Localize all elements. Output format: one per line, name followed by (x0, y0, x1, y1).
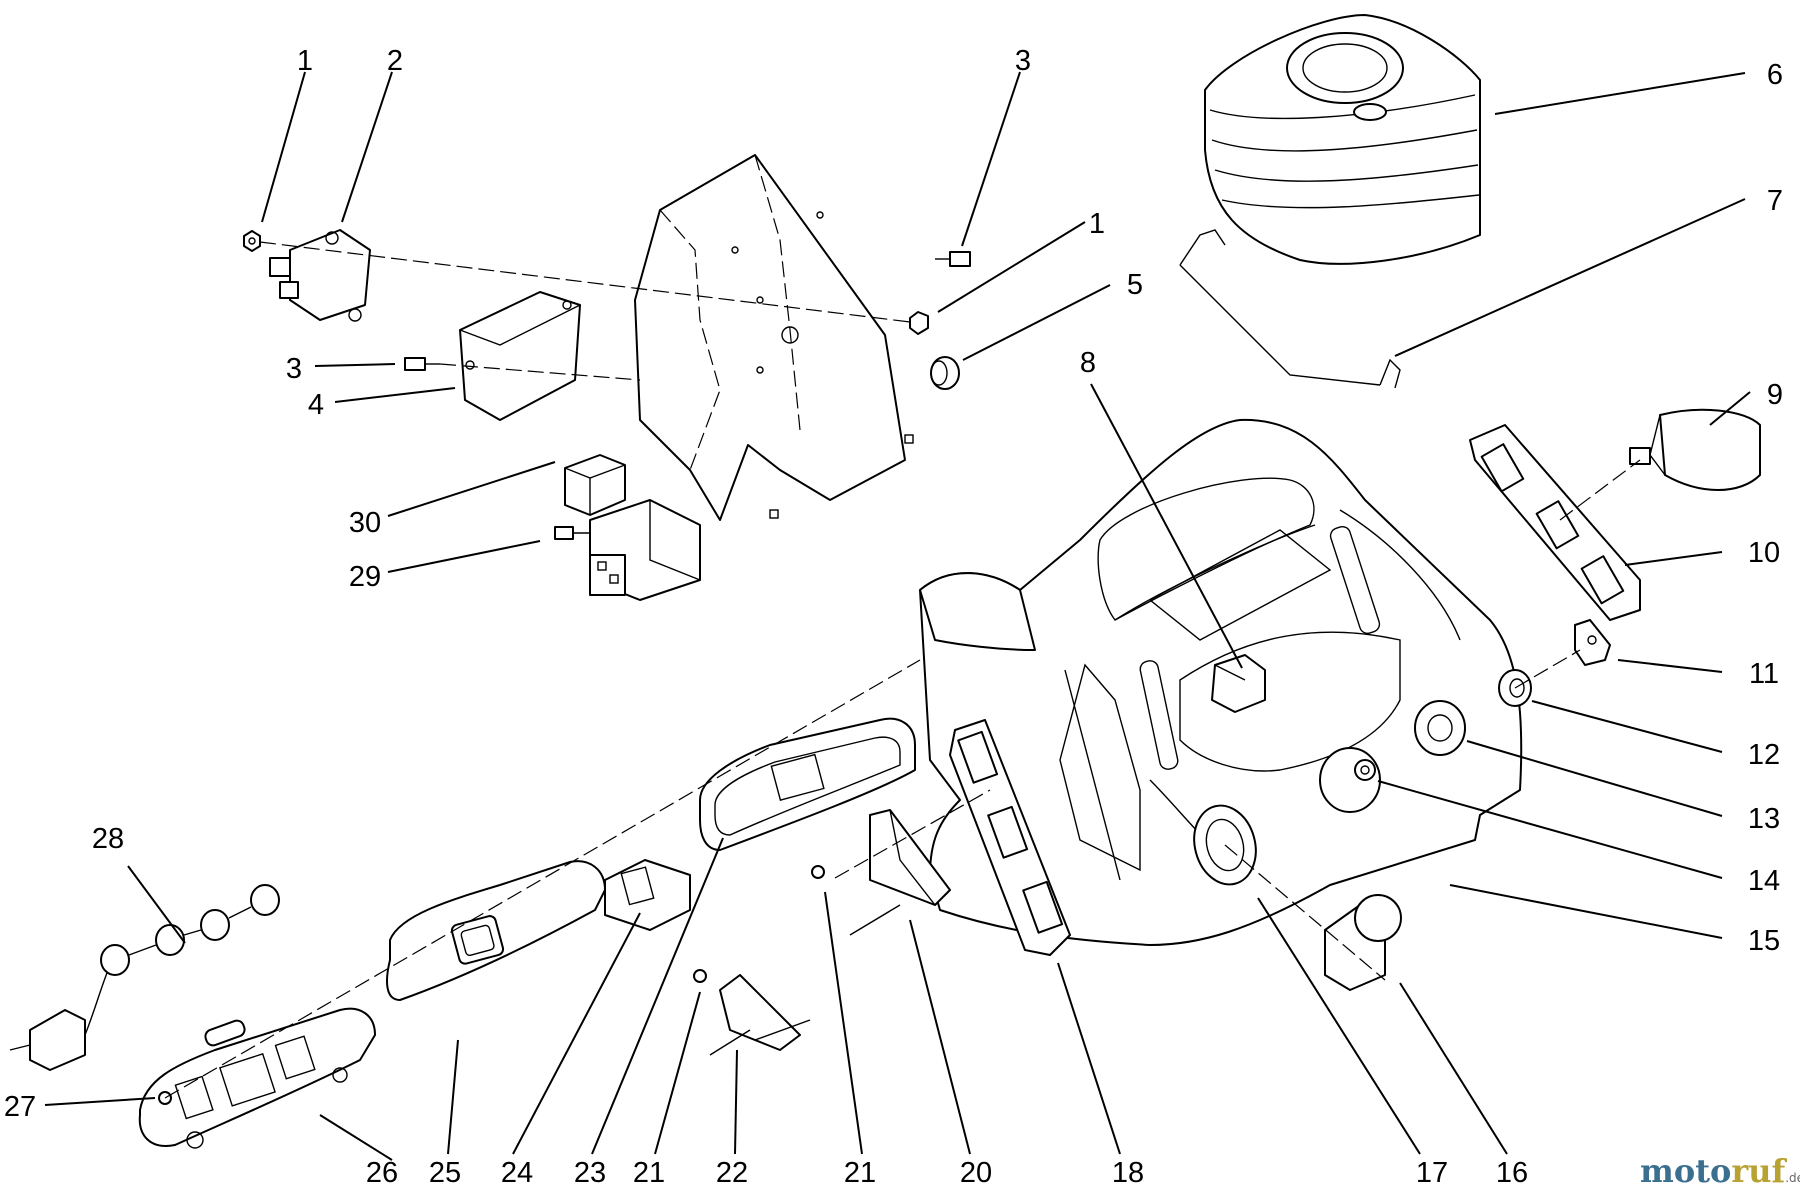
leader-lines (44, 71, 1751, 1161)
callout-13: 13 (1748, 803, 1780, 835)
callout-28: 28 (92, 823, 124, 855)
callout-20: 20 (960, 1157, 992, 1189)
callout-29: 29 (349, 561, 381, 593)
callout-22: 22 (716, 1157, 748, 1189)
callout-3b: 3 (286, 353, 302, 385)
callout-4: 4 (308, 389, 324, 421)
callout-27: 27 (4, 1091, 36, 1123)
svg-text:motoruf.de: motoruf.de (1640, 1152, 1800, 1190)
grommet (1414, 700, 1466, 756)
callout-2: 2 (387, 45, 403, 77)
callout-14: 14 (1748, 865, 1780, 897)
callout-16: 16 (1496, 1157, 1528, 1189)
nut-center (909, 311, 929, 335)
callout-30: 30 (349, 507, 381, 539)
screws-3 (404, 251, 971, 371)
control-module (459, 291, 581, 421)
callout-8: 8 (1080, 347, 1096, 379)
callout-1a: 1 (297, 45, 313, 77)
wire-harness (9, 884, 280, 1071)
wire-rod (1179, 229, 1401, 389)
callout-21a: 21 (844, 1157, 876, 1189)
key-switch (1319, 747, 1381, 813)
callout-25: 25 (429, 1157, 461, 1189)
callout-18: 18 (1112, 1157, 1144, 1189)
nut-left (243, 230, 261, 252)
pivot-bracket (709, 974, 811, 1056)
watermark-logo: motoruf.de (1640, 1152, 1800, 1190)
callout-9: 9 (1767, 379, 1783, 411)
relay-cube (564, 454, 626, 516)
push-button (1324, 894, 1402, 991)
switch-panel-assembly (138, 1007, 376, 1149)
mounting-bracket-plate (634, 154, 914, 521)
callout-7: 7 (1767, 185, 1783, 217)
callout-15: 15 (1748, 925, 1780, 957)
callout-6: 6 (1767, 59, 1783, 91)
callout-3a: 3 (1015, 45, 1031, 77)
display-bezel (699, 717, 916, 851)
callout-17: 17 (1416, 1157, 1448, 1189)
lower-panel (386, 860, 606, 1001)
knob (1211, 654, 1266, 713)
clip (1574, 619, 1611, 666)
callout-10: 10 (1748, 537, 1780, 569)
throttle-knob (1629, 408, 1761, 491)
callout-12: 12 (1748, 739, 1780, 771)
screws-21 (693, 865, 825, 983)
callout-5: 5 (1127, 269, 1143, 301)
callout-11: 11 (1749, 658, 1779, 690)
callout-labels: 1 2 3 1 5 3 4 30 29 6 7 8 9 10 11 12 13 … (4, 45, 1783, 1189)
callout-23: 23 (574, 1157, 606, 1189)
switch-block (554, 499, 701, 601)
shift-boot (1204, 14, 1481, 265)
rocker-switch (604, 859, 691, 931)
side-decal (949, 719, 1071, 956)
lever-bracket (849, 809, 951, 936)
bushing (930, 356, 960, 390)
solenoid-relay (269, 229, 371, 322)
callout-1b: 1 (1089, 208, 1105, 240)
callout-24: 24 (501, 1157, 533, 1189)
callout-21b: 21 (633, 1157, 665, 1189)
assembly-alignment-lines (164, 241, 1641, 1099)
callout-26: 26 (366, 1157, 398, 1189)
decal-strip (1469, 424, 1641, 621)
